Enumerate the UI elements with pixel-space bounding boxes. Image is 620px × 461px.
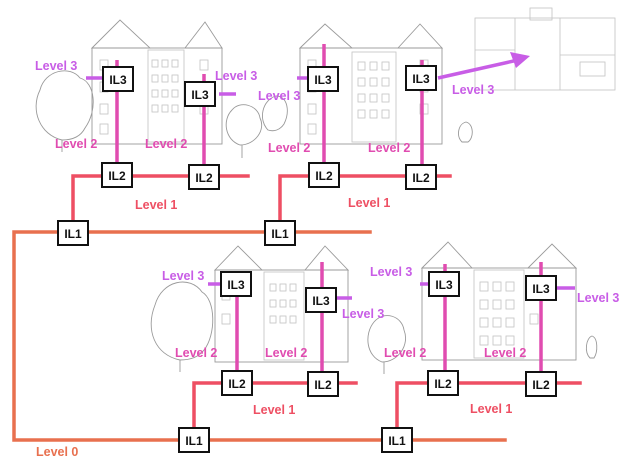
building-sketch-top-left (90, 19, 223, 145)
il2-node: IL2 (405, 164, 437, 190)
il2-node: IL2 (427, 370, 459, 396)
il1-node: IL1 (178, 427, 210, 453)
il3-node: IL3 (102, 66, 134, 92)
il2-label: IL2 (315, 169, 333, 183)
il2-node: IL2 (188, 164, 220, 190)
level1-network (71, 174, 582, 442)
level2-label: Level 2 (368, 141, 410, 155)
il2-label: IL2 (412, 171, 430, 185)
level1-label: Level 1 (135, 198, 177, 212)
il3-label: IL3 (532, 282, 550, 296)
level2-label: Level 2 (55, 137, 97, 151)
il3-node: IL3 (525, 275, 557, 301)
tree-sketch-bottom-left (150, 281, 214, 372)
tree-sketch-bottom-mid (367, 315, 406, 374)
il3-label: IL3 (312, 294, 330, 308)
il2-label: IL2 (195, 171, 213, 185)
il1-label: IL1 (271, 227, 289, 241)
il3-label: IL3 (191, 88, 209, 102)
building-sketch-bottom-left (213, 245, 350, 363)
il2-label: IL2 (228, 377, 246, 391)
il3-label: IL3 (435, 278, 453, 292)
il1-node: IL1 (264, 220, 296, 246)
level2-label: Level 2 (145, 137, 187, 151)
il3-label: IL3 (412, 72, 430, 86)
tree-sketch-top-mid (225, 95, 288, 158)
level0-backbone-line (12, 230, 507, 442)
level0-label: Level 0 (36, 445, 78, 459)
il3-label: IL3 (227, 278, 245, 292)
level2-label: Level 2 (265, 346, 307, 360)
il3-node: IL3 (428, 271, 460, 297)
level3-label: Level 3 (215, 69, 257, 83)
il1-label: IL1 (185, 434, 203, 448)
level1-line-top-right (278, 174, 452, 234)
level2-label: Level 2 (175, 346, 217, 360)
il1-node: IL1 (57, 220, 89, 246)
level3-arrow-line (437, 58, 519, 80)
level1-label: Level 1 (470, 402, 512, 416)
il1-label: IL1 (64, 227, 82, 241)
level1-label: Level 1 (348, 196, 390, 210)
level0-network (12, 230, 507, 442)
il2-label: IL2 (532, 378, 550, 392)
level3-label: Level 3 (35, 59, 77, 73)
level3-label: Level 3 (577, 291, 619, 305)
il3-node: IL3 (220, 271, 252, 297)
il3-node: IL3 (305, 287, 337, 313)
il2-node: IL2 (307, 371, 339, 397)
il2-node: IL2 (101, 162, 133, 188)
level2-label: Level 2 (268, 141, 310, 155)
il3-label: IL3 (314, 73, 332, 87)
level3-network (86, 52, 575, 300)
il3-node: IL3 (184, 81, 216, 107)
tree-sketch-top-left (35, 70, 94, 152)
building-sketch-bottom-right (420, 241, 598, 361)
level3-label: Level 3 (370, 265, 412, 279)
level1-line-bottom-right (395, 381, 582, 442)
il2-node: IL2 (221, 370, 253, 396)
level3-label: Level 3 (452, 83, 494, 97)
floorplan-sketch (474, 7, 616, 91)
il2-label: IL2 (434, 377, 452, 391)
level2-label: Level 2 (384, 346, 426, 360)
il3-node: IL3 (307, 66, 339, 92)
il2-node: IL2 (525, 371, 557, 397)
building-sketch-top-right (298, 23, 473, 145)
il1-node: IL1 (381, 427, 413, 453)
level3-label: Level 3 (162, 269, 204, 283)
arrow-icon (510, 52, 530, 68)
level1-line-bottom-left (192, 381, 358, 442)
il2-label: IL2 (314, 378, 332, 392)
il2-node: IL2 (308, 162, 340, 188)
il1-label: IL1 (388, 434, 406, 448)
il3-label: IL3 (109, 73, 127, 87)
level1-label: Level 1 (253, 403, 295, 417)
level2-label: Level 2 (484, 346, 526, 360)
level3-label: Level 3 (258, 89, 300, 103)
il3-node: IL3 (405, 65, 437, 91)
level3-label: Level 3 (342, 307, 384, 321)
il2-label: IL2 (108, 169, 126, 183)
